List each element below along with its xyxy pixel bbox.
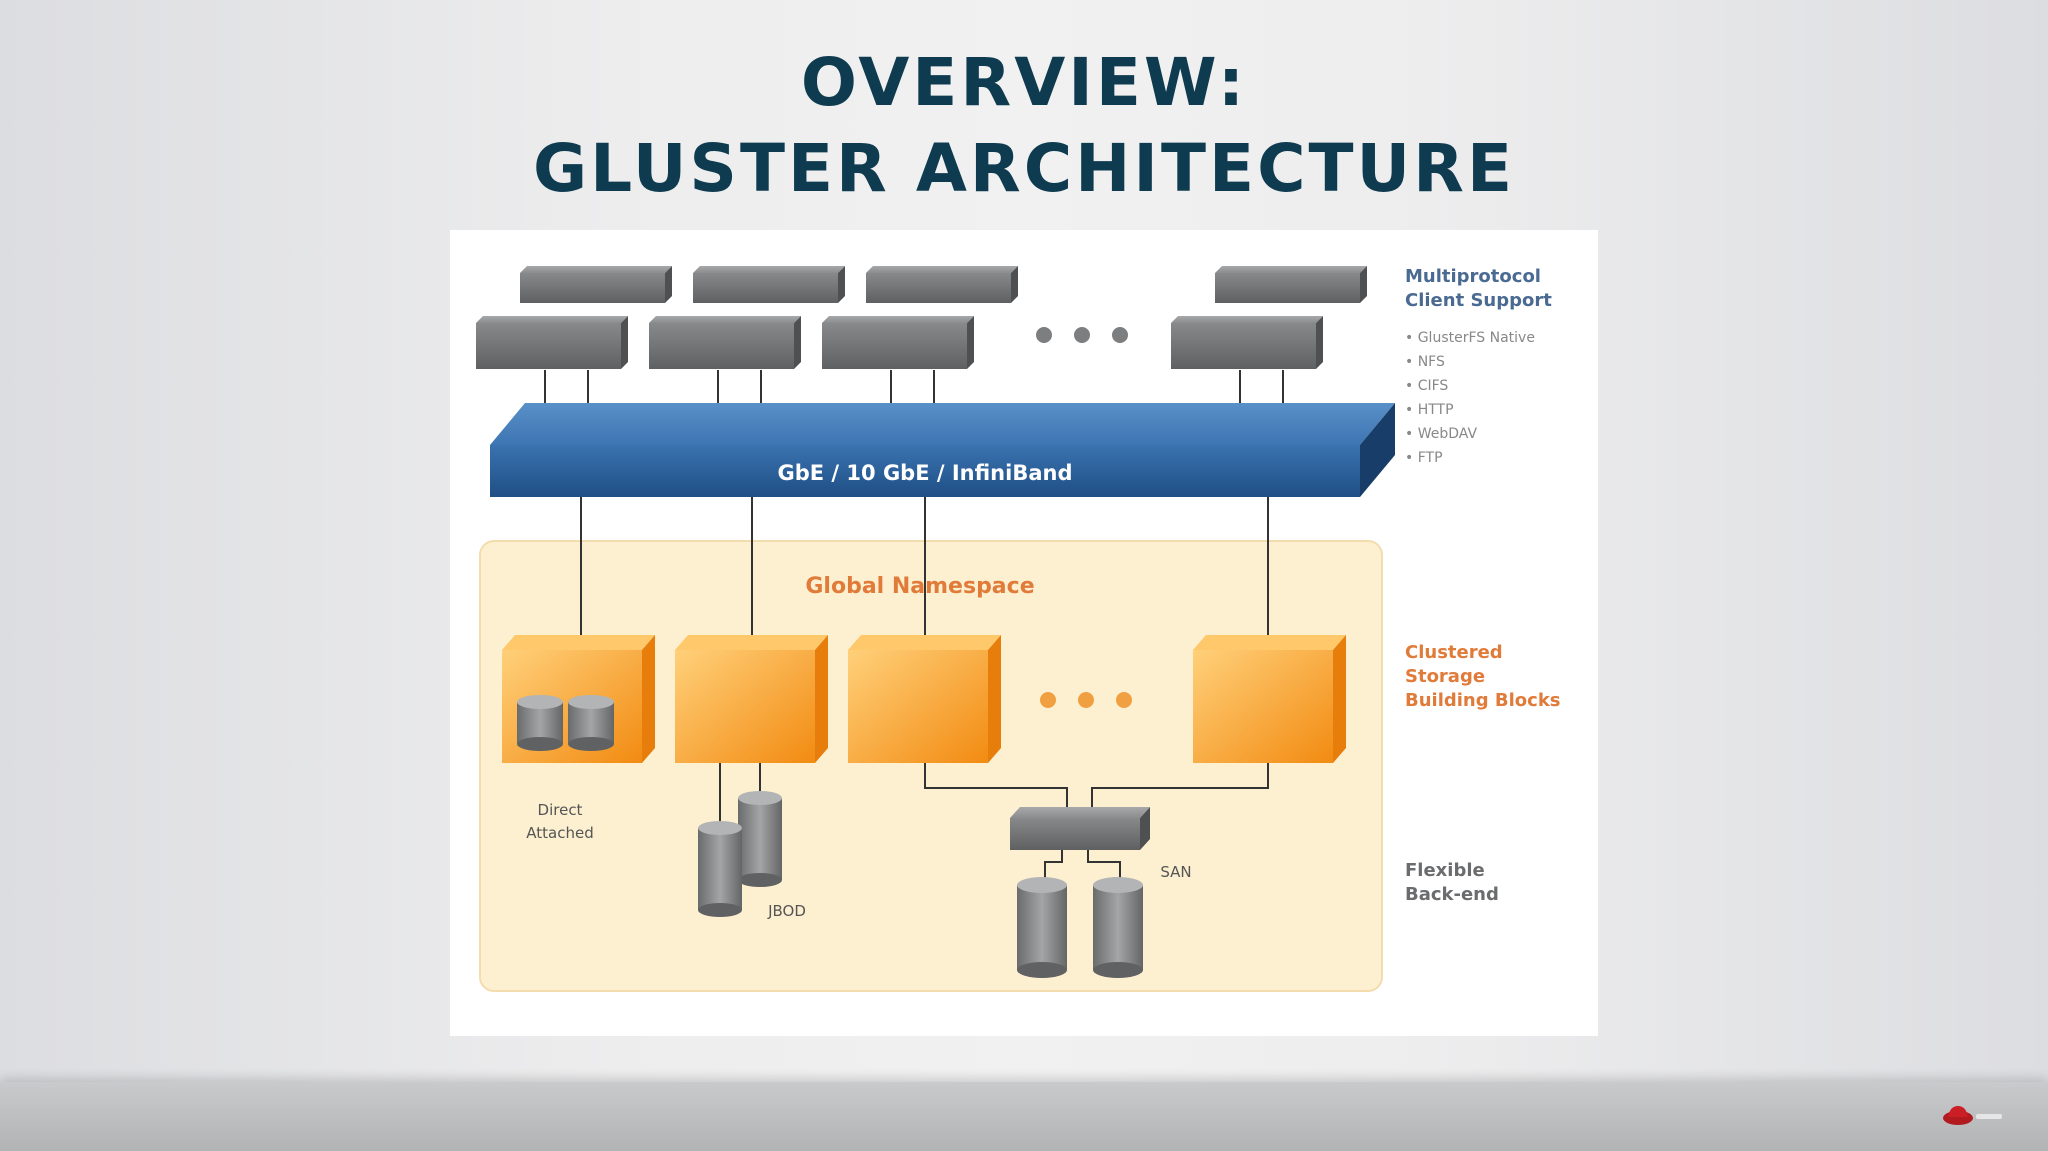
storage-block-4: [1193, 635, 1346, 763]
protocol-item: • FTP: [1405, 450, 1443, 466]
protocol-item: • WebDAV: [1405, 426, 1477, 442]
jbod-disks: [698, 791, 782, 917]
storage-connectors: [580, 497, 1269, 638]
san-switch: [1010, 807, 1150, 850]
san-disk-connectors: [1044, 850, 1121, 885]
protocol-item: • NFS: [1405, 354, 1445, 370]
backend-title-1: Flexible: [1405, 860, 1485, 881]
network-label: GbE / 10 GbE / InfiniBand: [778, 461, 1073, 485]
diagram-svg: Global Namespace: [476, 266, 1561, 992]
client-device-stack-2: [649, 266, 845, 369]
backend-labels: Direct Attached JBOD SAN: [526, 801, 1191, 920]
architecture-diagram: Global Namespace: [450, 230, 1598, 1036]
protocol-item: • HTTP: [1405, 402, 1454, 418]
client-device-stack-3: [822, 266, 1018, 369]
client-device-stack-4: [1171, 266, 1367, 369]
slide-footer-bar: [0, 1082, 2048, 1151]
client-support-legend: Multiprotocol Client Support • GlusterFS…: [1405, 266, 1552, 466]
client-device-stack-1: [476, 266, 672, 369]
direct-attached-label-1: Direct: [538, 801, 583, 819]
direct-attached-disks: [517, 695, 614, 751]
san-label: SAN: [1160, 863, 1191, 881]
san-disks: [1017, 877, 1143, 978]
jbod-label: JBOD: [767, 902, 806, 920]
network-bar: GbE / 10 GbE / InfiniBand: [490, 403, 1395, 497]
backend-title-2: Back-end: [1405, 884, 1499, 905]
client-support-title-1: Multiprotocol: [1405, 266, 1541, 287]
protocol-item: • GlusterFS Native: [1405, 330, 1535, 346]
storage-blocks-title-3: Building Blocks: [1405, 690, 1561, 711]
storage-blocks-title-2: Storage: [1405, 666, 1485, 687]
storage-block-2: [675, 635, 828, 763]
san-connectors: [924, 763, 1269, 808]
backend-legend: Flexible Back-end: [1405, 860, 1499, 905]
protocol-item: • CIFS: [1405, 378, 1448, 394]
client-ellipsis: [1036, 327, 1128, 343]
storage-blocks-legend: Clustered Storage Building Blocks: [1405, 642, 1561, 711]
title-line-1: OVERVIEW:: [800, 44, 1248, 121]
red-hat-logo-icon: [1943, 1106, 2002, 1125]
client-connectors: [544, 370, 1284, 435]
global-namespace-area: [479, 540, 1383, 992]
global-namespace-label: Global Namespace: [805, 574, 1034, 599]
storage-block-3: [848, 635, 1001, 763]
slide-title: OVERVIEW: GLUSTER ARCHITECTURE: [0, 40, 2048, 212]
title-line-2: GLUSTER ARCHITECTURE: [532, 130, 1516, 207]
storage-blocks-title-1: Clustered: [1405, 642, 1503, 663]
storage-ellipsis: [1040, 692, 1132, 708]
client-support-title-2: Client Support: [1405, 290, 1552, 311]
direct-attached-label-2: Attached: [526, 824, 593, 842]
